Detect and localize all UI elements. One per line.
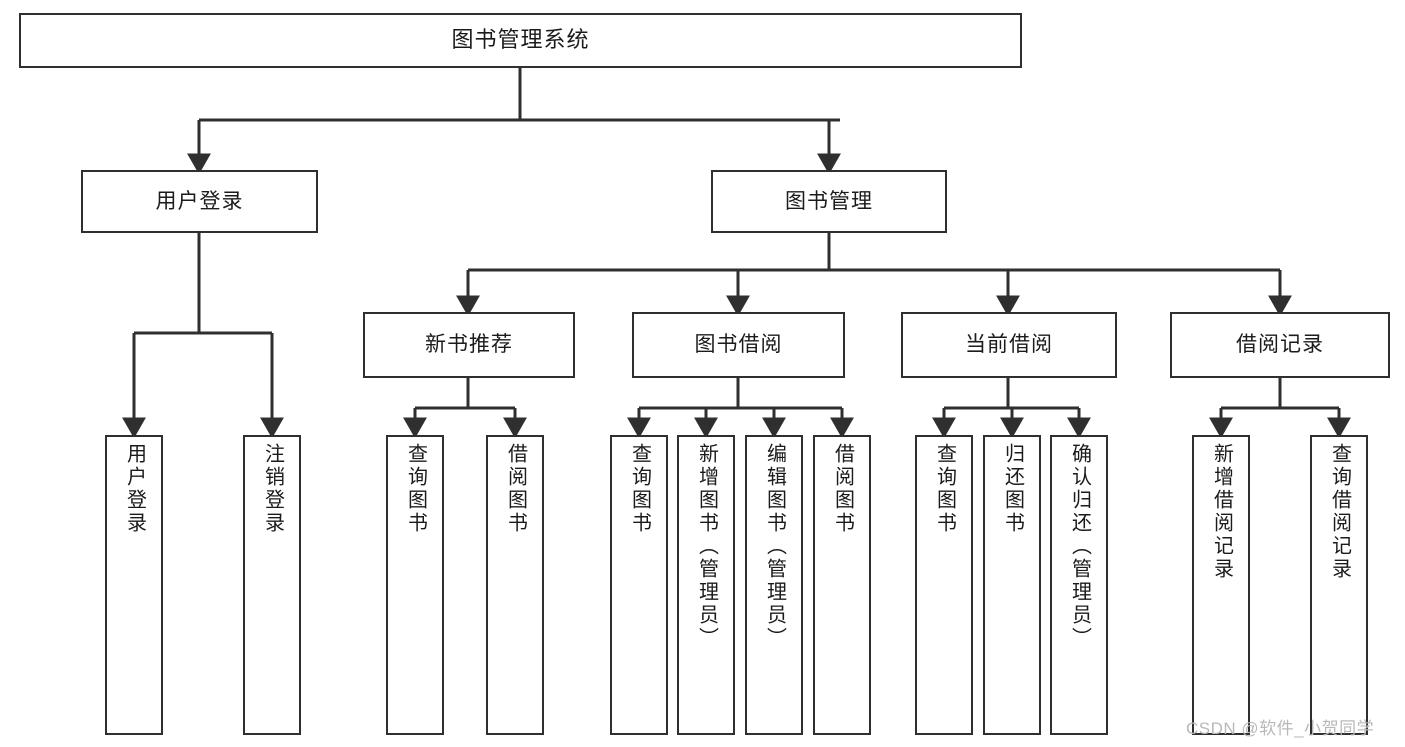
leaf-return-book[interactable]: 归还图书	[983, 435, 1041, 735]
leaf-edit-book-admin-label: 编辑图书（管理员）	[763, 443, 786, 650]
leaf-query-book-current[interactable]: 查询图书	[915, 435, 973, 735]
node-new-book-recommend-label: 新书推荐	[425, 333, 513, 357]
node-current-borrow[interactable]: 当前借阅	[901, 312, 1117, 378]
leaf-add-borrow-record[interactable]: 新增借阅记录	[1192, 435, 1250, 735]
node-book-management[interactable]: 图书管理	[711, 170, 947, 233]
leaf-query-book-current-label: 查询图书	[933, 443, 956, 535]
leaf-borrow-book-label: 借阅图书	[831, 443, 854, 535]
leaf-confirm-return-admin-label: 确认归还（管理员）	[1068, 443, 1091, 650]
leaf-confirm-return-admin[interactable]: 确认归还（管理员）	[1050, 435, 1108, 735]
leaf-user-login-label: 用户登录	[123, 443, 146, 535]
node-book-borrow-label: 图书借阅	[694, 333, 783, 357]
node-current-borrow-label: 当前借阅	[965, 333, 1053, 357]
leaf-query-borrow-record-label: 查询借阅记录	[1328, 443, 1351, 581]
leaf-add-borrow-record-label: 新增借阅记录	[1210, 443, 1233, 581]
node-user-login-label: 用户登录	[155, 189, 244, 213]
node-borrow-record-label: 借阅记录	[1236, 333, 1324, 357]
leaf-query-book-borrow-label: 查询图书	[628, 443, 651, 535]
watermark: CSDN @软件_小贺同学	[1186, 719, 1375, 738]
leaf-return-book-label: 归还图书	[1001, 443, 1024, 535]
node-user-login[interactable]: 用户登录	[81, 170, 318, 233]
leaf-query-borrow-record[interactable]: 查询借阅记录	[1310, 435, 1368, 735]
node-new-book-recommend[interactable]: 新书推荐	[363, 312, 575, 378]
leaf-user-login[interactable]: 用户登录	[105, 435, 163, 735]
leaf-add-book-admin[interactable]: 新增图书（管理员）	[677, 435, 735, 735]
leaf-query-book-borrow[interactable]: 查询图书	[610, 435, 668, 735]
leaf-borrow-book-recommend[interactable]: 借阅图书	[486, 435, 544, 735]
leaf-logout-label: 注销登录	[261, 443, 284, 535]
node-root[interactable]: 图书管理系统	[19, 13, 1022, 68]
node-book-management-label: 图书管理	[785, 189, 873, 213]
leaf-edit-book-admin[interactable]: 编辑图书（管理员）	[745, 435, 803, 735]
leaf-query-book-recommend-label: 查询图书	[404, 443, 427, 535]
leaf-logout[interactable]: 注销登录	[243, 435, 301, 735]
leaf-borrow-book-recommend-label: 借阅图书	[504, 443, 527, 535]
node-root-label: 图书管理系统	[451, 27, 590, 53]
node-borrow-record[interactable]: 借阅记录	[1170, 312, 1390, 378]
node-book-borrow[interactable]: 图书借阅	[632, 312, 845, 378]
leaf-borrow-book[interactable]: 借阅图书	[813, 435, 871, 735]
leaf-query-book-recommend[interactable]: 查询图书	[386, 435, 444, 735]
leaf-add-book-admin-label: 新增图书（管理员）	[695, 443, 718, 650]
